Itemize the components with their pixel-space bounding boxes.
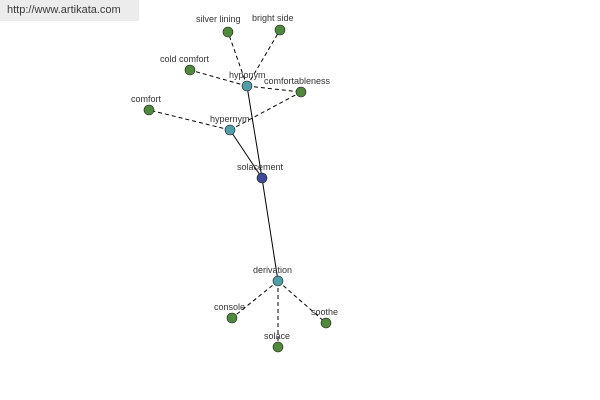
node-cold-comfort[interactable] — [184, 64, 196, 76]
node-bright-side[interactable] — [274, 24, 286, 36]
node-solace[interactable] — [272, 341, 284, 353]
node-derivation[interactable] — [272, 275, 284, 287]
label-soothe: soothe — [311, 307, 338, 317]
label-bright-side: bright side — [252, 13, 294, 23]
edge-hyponym-comfortableness — [246, 85, 302, 93]
edge-hyponym-bright-side — [246, 29, 281, 87]
node-comfort[interactable] — [143, 104, 155, 116]
edge-derivation-soothe — [277, 280, 327, 324]
edge-hypernym-comfortableness — [229, 91, 302, 131]
label-comfortableness: comfortableness — [264, 76, 331, 86]
label-derivation: derivation — [253, 265, 292, 275]
label-console: console — [214, 302, 245, 312]
node-comfortableness[interactable] — [295, 86, 307, 98]
label-silver-lining: silver lining — [196, 14, 241, 24]
node-hyponym[interactable] — [241, 80, 253, 92]
edge-solacement-hypernym — [229, 129, 263, 179]
watermark-url: http://www.artikata.com — [0, 0, 139, 21]
label-hypernym: hypernym — [210, 114, 250, 124]
edge-hyponym-cold-comfort — [189, 69, 248, 87]
edge-solacement-derivation — [261, 177, 279, 282]
node-solacement[interactable] — [256, 172, 268, 184]
label-solace: solace — [264, 331, 290, 341]
label-cold-comfort: cold comfort — [160, 54, 210, 64]
node-hypernym[interactable] — [224, 124, 236, 136]
label-hyponym: hyponym — [229, 70, 266, 80]
edge-derivation-console — [231, 280, 279, 319]
edge-hyponym-silver-lining — [227, 31, 248, 87]
label-solacement: solacement — [237, 162, 284, 172]
node-soothe[interactable] — [320, 317, 332, 329]
node-silver-lining[interactable] — [222, 26, 234, 38]
label-comfort: comfort — [131, 94, 162, 104]
node-console[interactable] — [226, 312, 238, 324]
edge-solacement-hyponym — [246, 85, 263, 179]
